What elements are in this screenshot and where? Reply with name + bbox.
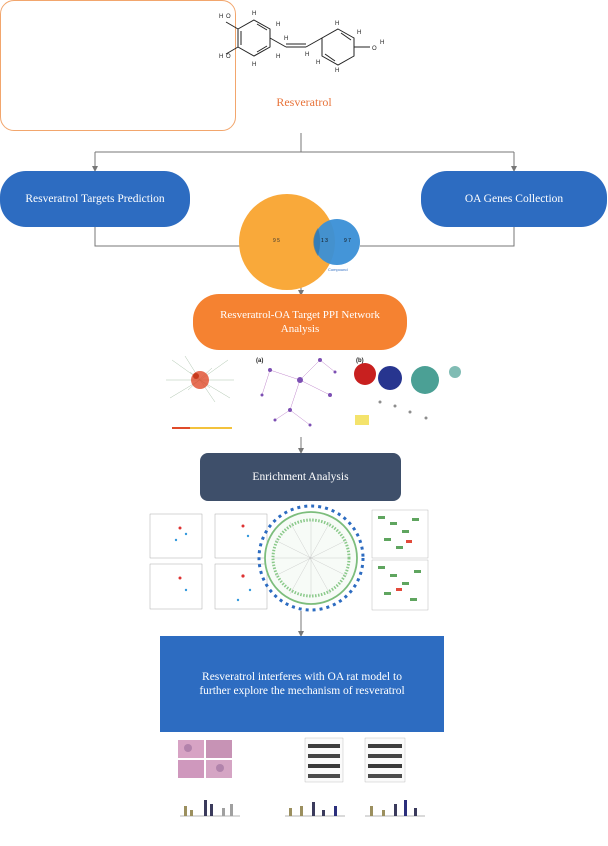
svg-text:O: O <box>226 14 231 20</box>
targets-prediction-node: Resveratrol Targets Prediction <box>0 171 190 227</box>
venn-right-value: 9 7 <box>344 238 351 244</box>
svg-text:H: H <box>335 68 339 74</box>
svg-text:H: H <box>357 30 361 36</box>
western-blots <box>304 737 406 783</box>
ppi-network-thumb-a: (a) <box>256 358 337 427</box>
resveratrol-box: Resveratrol <box>0 0 332 131</box>
svg-text:H: H <box>219 14 223 20</box>
ppi-analysis-node: Resveratrol-OA Target PPI Network Analys… <box>193 294 407 350</box>
circular-gene-network <box>257 504 365 612</box>
svg-text:H: H <box>252 62 256 68</box>
ppi-network-thumb-1 <box>165 355 235 429</box>
venn-left-circle <box>239 194 335 290</box>
enrichment-analysis-label: Enrichment Analysis <box>252 471 349 483</box>
ppi-network-thumb-b: (b) <box>354 358 461 425</box>
connectors <box>92 133 517 637</box>
targets-prediction-label: Resveratrol Targets Prediction <box>25 193 165 205</box>
venn-right-circle <box>314 219 360 265</box>
enrichment-dots <box>174 524 252 602</box>
bar-chart-thumbnails <box>180 800 425 817</box>
enrichment-dotplots <box>149 513 268 610</box>
rat-model-label: Resveratrol interferes with OA rat model… <box>199 671 405 697</box>
svg-text:H: H <box>276 54 280 60</box>
svg-text:H: H <box>252 11 256 17</box>
svg-text:O: O <box>372 46 377 52</box>
connector-oa-to-venn <box>360 227 515 247</box>
svg-text:H: H <box>219 54 223 60</box>
resveratrol-structure <box>225 19 370 66</box>
svg-text:H: H <box>316 60 320 66</box>
resveratrol-label: Resveratrol <box>276 95 332 109</box>
oa-genes-label: OA Genes Collection <box>464 193 564 205</box>
svg-text:H: H <box>276 22 280 28</box>
oa-genes-node: OA Genes Collection <box>421 171 607 227</box>
panel-label-b: (b) <box>356 358 364 364</box>
histology-images <box>178 740 232 778</box>
enrichment-analysis-node: Enrichment Analysis <box>200 453 401 501</box>
venn-overlap <box>313 228 321 256</box>
svg-text:H: H <box>335 21 339 27</box>
rat-model-node: Resveratrol interferes with OA rat model… <box>160 636 444 732</box>
panel-label-a: (a) <box>256 358 263 364</box>
kegg-pathway-maps <box>371 509 429 611</box>
venn-caption: Compound <box>328 267 348 272</box>
svg-text:H: H <box>380 40 384 46</box>
svg-text:H: H <box>284 36 288 42</box>
connector-targets-to-venn <box>94 227 240 247</box>
svg-text:O: O <box>226 54 231 60</box>
venn-diagram <box>239 194 360 290</box>
venn-overlap-value: 1 3 <box>321 238 328 244</box>
svg-text:H: H <box>305 52 309 58</box>
ppi-analysis-label: Resveratrol-OA Target PPI Network Analys… <box>220 309 380 335</box>
venn-left-value: 9 5 <box>273 238 280 244</box>
